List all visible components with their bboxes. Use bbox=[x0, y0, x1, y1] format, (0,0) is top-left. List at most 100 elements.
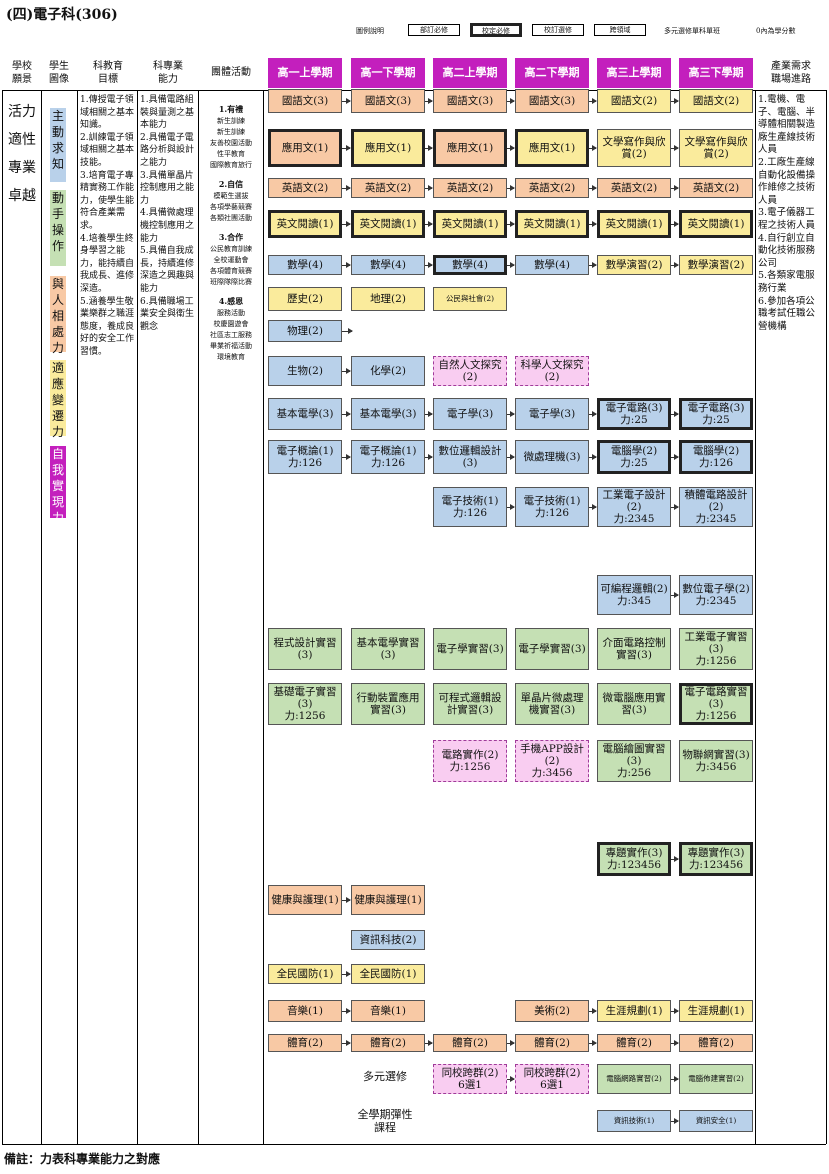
legend-label: 圖例說明 bbox=[356, 27, 384, 35]
vision-list: 活力 適性 專業 卓越 bbox=[6, 98, 38, 210]
arrow-connector bbox=[342, 145, 351, 151]
legend-school-required: 校定必修 bbox=[470, 23, 522, 37]
course-cell: 英語文(2) bbox=[515, 178, 589, 198]
arrow-connector bbox=[671, 185, 679, 191]
course-cell: 應用文(1) bbox=[433, 129, 507, 167]
arrow-connector bbox=[342, 185, 351, 191]
course-cell: 英文閱讀(1) bbox=[679, 210, 753, 238]
course-cell: 數學(4) bbox=[515, 255, 589, 275]
arrow-connector bbox=[671, 145, 679, 151]
course-cell: 體育(2) bbox=[433, 1034, 507, 1052]
flex-course-label: 全學期彈性 課程 bbox=[357, 1108, 413, 1134]
course-cell: 英語文(2) bbox=[351, 178, 425, 198]
arrow-connector bbox=[342, 454, 351, 460]
vision-item: 卓越 bbox=[8, 188, 36, 204]
course-cell: 數位電子學(2) 力:2345 bbox=[679, 575, 753, 615]
course-cell: 電子技術(1) 力:126 bbox=[515, 487, 589, 527]
arrow-connector bbox=[589, 504, 597, 510]
term-1b: 高一下學期 bbox=[351, 58, 425, 88]
arrow-connector bbox=[342, 971, 351, 977]
course-cell: 英語文(2) bbox=[597, 178, 671, 198]
arrow-connector bbox=[589, 185, 597, 191]
arrow-connector bbox=[425, 98, 433, 104]
arrow-connector bbox=[425, 1040, 433, 1046]
vision-item: 適性 bbox=[8, 132, 36, 148]
arrow-connector bbox=[507, 411, 515, 417]
image-active-learning: 主動求知 bbox=[50, 108, 66, 182]
page-title: (四)電子科(306) bbox=[6, 7, 118, 23]
arrow-connector bbox=[671, 1118, 679, 1124]
legend-note2: 0內為學分數 bbox=[756, 27, 796, 35]
header-student: 學生 圖像 bbox=[49, 61, 69, 85]
course-cell: 體育(2) bbox=[597, 1034, 671, 1052]
arrow-connector bbox=[671, 504, 679, 510]
header-career: 產業需求 職場進路 bbox=[771, 61, 811, 85]
arrow-connector bbox=[589, 411, 597, 417]
vision-item: 活力 bbox=[8, 104, 36, 120]
course-cell: 同校跨群(2) 6選1 bbox=[515, 1064, 589, 1094]
course-cell: 體育(2) bbox=[515, 1034, 589, 1052]
course-cell: 公民與社會(2) bbox=[433, 287, 507, 311]
arrow-connector bbox=[342, 221, 351, 227]
arrow-connector bbox=[507, 1040, 515, 1046]
arrow-connector bbox=[671, 1008, 679, 1014]
header-school: 學校 願景 bbox=[12, 61, 32, 85]
abilities: 1.具備電路組裝與量測之基本能力 2.具備電子電路分析與設計之能力 3.具備單晶… bbox=[140, 95, 195, 332]
course-cell: 體育(2) bbox=[351, 1034, 425, 1052]
arrow-connector bbox=[671, 454, 679, 460]
course-cell: 國語文(3) bbox=[268, 89, 342, 113]
course-cell: 文學寫作與欣賞(2) bbox=[597, 129, 671, 167]
arrow-connector bbox=[507, 185, 515, 191]
arrow-connector bbox=[671, 411, 679, 417]
course-cell: 電子技術(1) 力:126 bbox=[433, 487, 507, 527]
course-cell: 基礎電子實習(3) 力:1256 bbox=[268, 683, 342, 725]
arrow-connector bbox=[671, 98, 679, 104]
course-cell: 程式設計實習(3) bbox=[268, 628, 342, 670]
course-cell: 微電腦應用實習(3) bbox=[597, 683, 671, 725]
course-cell: 國語文(2) bbox=[597, 89, 671, 113]
course-cell: 生涯規劃(1) bbox=[679, 1000, 753, 1022]
arrow-connector bbox=[671, 221, 679, 227]
course-cell: 電子學實習(3) bbox=[515, 628, 589, 670]
course-cell: 物聯網實習(3) 力:3456 bbox=[679, 740, 753, 782]
arrow-connector bbox=[342, 411, 351, 417]
course-cell: 應用文(1) bbox=[268, 129, 342, 167]
course-cell: 工業電子實習(3) 力:1256 bbox=[679, 628, 753, 670]
arrow-connector bbox=[589, 262, 597, 268]
term-3b: 高三下學期 bbox=[679, 58, 753, 88]
course-cell: 科學人文探究(2) bbox=[515, 356, 589, 386]
arrow-connector bbox=[342, 897, 351, 903]
course-cell: 生物(2) bbox=[268, 356, 342, 386]
arrow-connector bbox=[589, 1008, 597, 1014]
course-cell: 電子概論(1) 力:126 bbox=[351, 440, 425, 474]
course-cell: 電子學實習(3) bbox=[433, 628, 507, 670]
course-cell: 英文閱讀(1) bbox=[268, 210, 342, 238]
legend-required: 部訂必修 bbox=[408, 24, 460, 36]
arrow-connector bbox=[589, 454, 597, 460]
arrow-connector bbox=[507, 145, 515, 151]
arrow-connector bbox=[342, 262, 351, 268]
course-cell: 基本電學(3) bbox=[351, 398, 425, 430]
career-paths: 1.電機、電子、電腦、半導體相關製造廠生產線技術人員 2.工廠生產線自動化設備操… bbox=[758, 94, 816, 332]
course-cell: 數學演習(2) bbox=[597, 255, 671, 275]
course-cell: 可編程邏輯(2) 力:345 bbox=[597, 575, 671, 615]
arrow-connector bbox=[507, 262, 515, 268]
vision-item: 專業 bbox=[8, 160, 36, 176]
course-cell: 電子概論(1) 力:126 bbox=[268, 440, 342, 474]
arrow-connector bbox=[425, 262, 433, 268]
course-cell: 全民國防(1) bbox=[351, 964, 425, 984]
course-cell: 可程式邏輯設計實習(3) bbox=[433, 683, 507, 725]
course-cell: 電子學(3) bbox=[433, 398, 507, 430]
group-activities: 1.有禮 新生訓練新生訓練友善校園活動性平教育國際教育旅行 2.自信 模範生選拔… bbox=[210, 104, 252, 361]
arrow-connector bbox=[342, 1040, 351, 1046]
arrow-connector bbox=[425, 185, 433, 191]
course-cell: 應用文(1) bbox=[351, 129, 425, 167]
arrow-connector bbox=[589, 145, 597, 151]
arrow-connector bbox=[589, 1040, 597, 1046]
course-cell: 化學(2) bbox=[351, 356, 425, 386]
term-1a: 高一上學期 bbox=[268, 58, 342, 88]
image-social: 與人相處力 bbox=[50, 276, 66, 355]
course-cell: 電子學(3) bbox=[515, 398, 589, 430]
course-cell: 健康與護理(1) bbox=[268, 885, 342, 915]
arrow-connector bbox=[671, 262, 679, 268]
